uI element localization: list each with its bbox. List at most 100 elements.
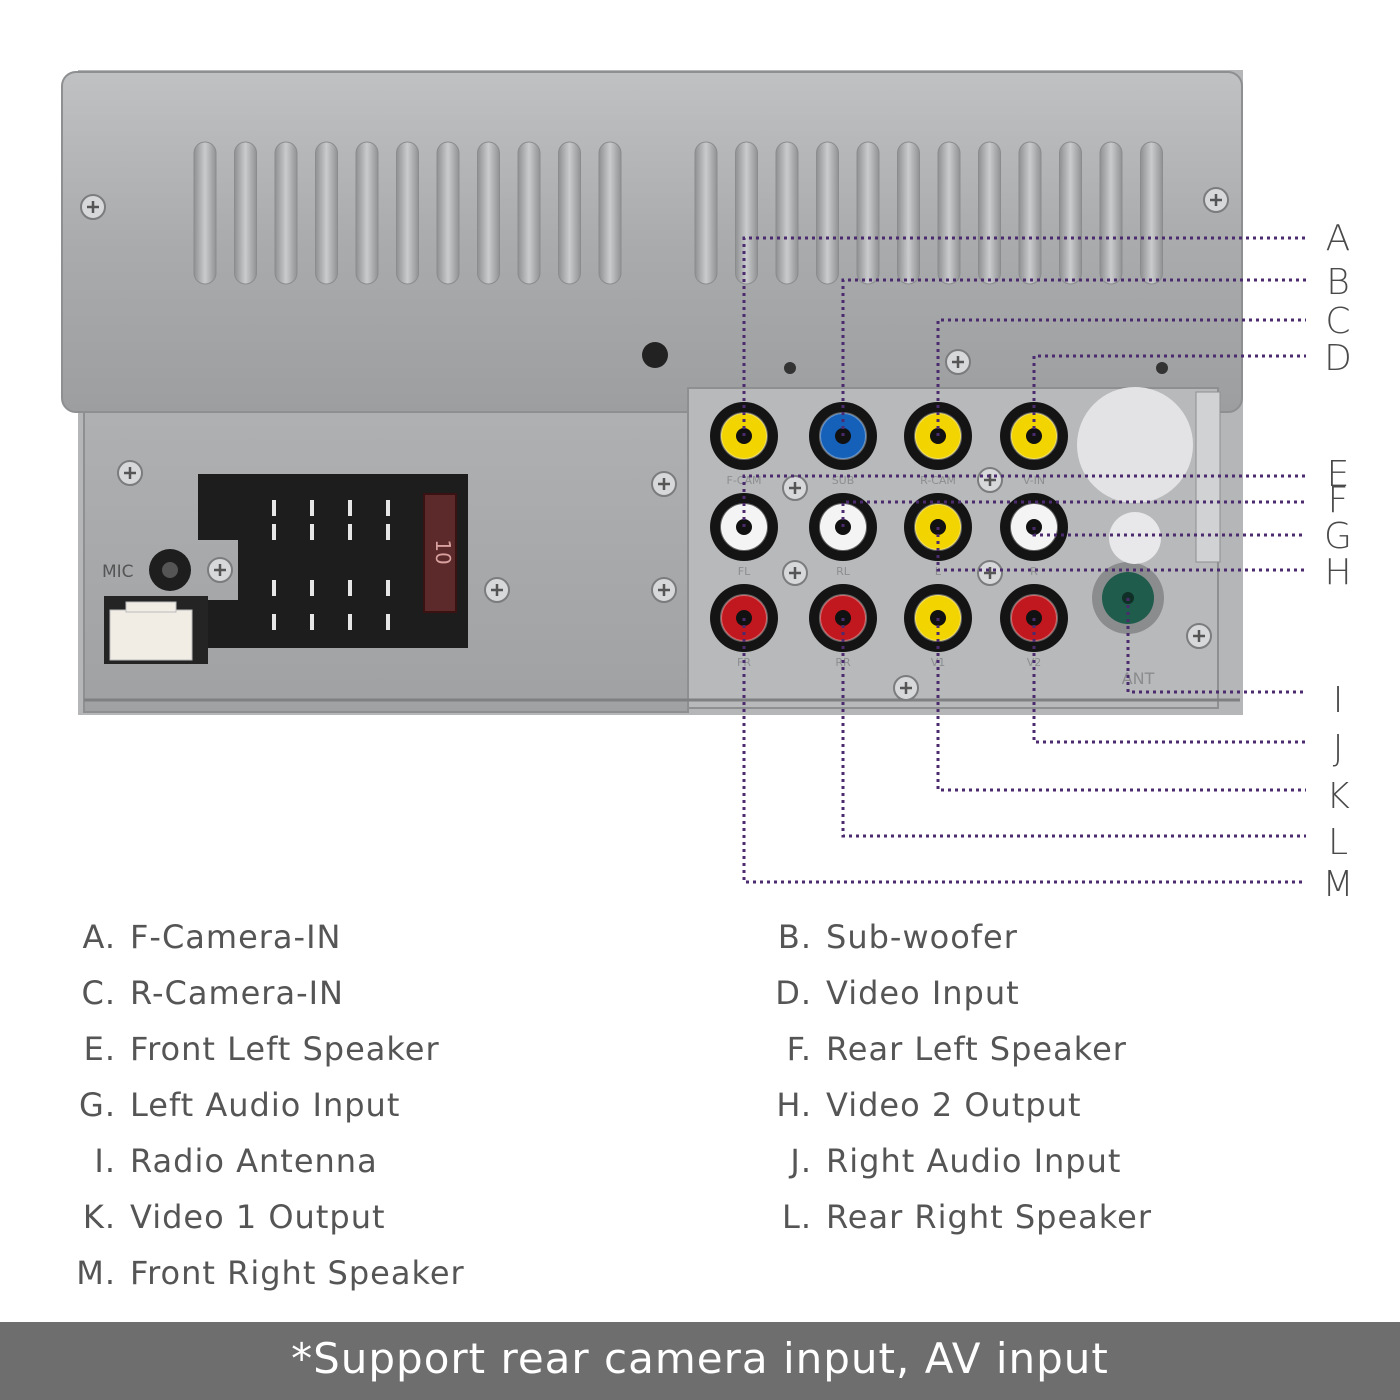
screw: [893, 675, 919, 701]
connector-pin: [310, 524, 314, 540]
mic-label: MIC: [102, 562, 134, 582]
leader-line: [841, 500, 1306, 527]
connector-pin: [272, 524, 276, 540]
connector-pin: [272, 500, 276, 516]
mounting-hole: [784, 362, 796, 374]
connector-pin: [386, 500, 390, 516]
callout-c: C: [1325, 301, 1350, 342]
legend-item-a: A.F-Camera-IN: [82, 918, 342, 956]
usb-harness-connector[interactable]: [104, 596, 208, 664]
mounting-hole: [642, 342, 668, 368]
vent-slot: [1018, 141, 1042, 285]
callout-a: A: [1326, 218, 1351, 259]
leader-line: [936, 527, 1306, 572]
screw: [117, 460, 143, 486]
legend-item-k: K.Video 1 Output: [82, 1198, 386, 1236]
connector-pin: [348, 524, 352, 540]
vent-slot: [978, 141, 1001, 285]
legend-item-f: F.Rear Left Speaker: [786, 1030, 1127, 1068]
screw: [977, 467, 1003, 493]
legend-item-j: J.Right Audio Input: [790, 1142, 1122, 1180]
callout-f: F: [1328, 480, 1349, 521]
blank-sticker: [1077, 387, 1193, 503]
connector-pin: [386, 580, 390, 596]
fuse: [423, 493, 457, 613]
callout-j: J: [1333, 728, 1344, 769]
jack-label: RL: [836, 565, 851, 578]
vent-slot: [436, 141, 460, 285]
jack-label: F-CAM: [727, 474, 762, 487]
screw: [945, 349, 971, 375]
connector-pin: [348, 614, 352, 630]
legend-item-l: L.Rear Right Speaker: [782, 1198, 1153, 1236]
screw: [484, 577, 510, 603]
vent-slot: [694, 141, 718, 285]
screw: [1203, 187, 1229, 213]
jack-label: FL: [738, 565, 751, 578]
legend-item-c: C.R-Camera-IN: [81, 974, 344, 1012]
leader-line: [841, 618, 1306, 838]
vent-slot: [775, 141, 799, 285]
vent-slots: [193, 141, 1163, 285]
fuse-label: 10: [431, 539, 455, 564]
vent-slot: [1059, 141, 1082, 285]
leader-line: [1032, 354, 1306, 436]
antenna-label: ANT: [1122, 669, 1155, 688]
callout-d: D: [1324, 338, 1352, 379]
callout-k: K: [1326, 776, 1350, 817]
callout-g: G: [1324, 516, 1352, 557]
connector-pins: [272, 500, 390, 630]
callout-i: I: [1333, 680, 1344, 721]
vent-slot: [517, 141, 541, 285]
callout-b: B: [1326, 262, 1350, 303]
vent-slot: [396, 141, 419, 285]
mounting-hole: [1156, 362, 1168, 374]
vent-slot: [937, 141, 961, 285]
vent-slot: [735, 141, 758, 285]
screw: [80, 194, 106, 220]
leader-line: [742, 618, 1306, 884]
vent-slot: [274, 141, 298, 285]
connector-pin: [386, 524, 390, 540]
screw: [977, 560, 1003, 586]
connector-pin: [310, 614, 314, 630]
mounting-screws: [80, 187, 1229, 701]
vent-slot: [558, 141, 581, 285]
screw: [651, 577, 677, 603]
screw: [782, 560, 808, 586]
legend-item-b: B.Sub-woofer: [777, 918, 1018, 956]
leader-line: [1126, 598, 1306, 694]
vent-slot: [1099, 141, 1123, 285]
leader-line: [841, 278, 1306, 436]
footer-banner: *Support rear camera input, AV input: [0, 1322, 1400, 1400]
jack-label: R: [1030, 565, 1038, 578]
connector-pin: [272, 580, 276, 596]
vent-slot: [1140, 141, 1163, 285]
callout-h: H: [1324, 552, 1351, 593]
leader-line: [742, 474, 1306, 527]
connector-pin: [386, 614, 390, 630]
connector-pin: [310, 500, 314, 516]
vent-slot: [816, 141, 839, 285]
blank-sticker: [1109, 512, 1161, 564]
screw: [782, 475, 808, 501]
vent-slot: [355, 141, 379, 285]
connector-pin: [348, 500, 352, 516]
vent-slot: [598, 141, 622, 285]
legend-item-i: I.Radio Antenna: [94, 1142, 378, 1180]
legend-item-m: M.Front Right Speaker: [76, 1254, 465, 1292]
mic-port[interactable]: [149, 549, 191, 591]
connector-pin: [348, 580, 352, 596]
callout-m: M: [1322, 864, 1353, 900]
vent-slot: [856, 141, 880, 285]
leader-line: [1032, 527, 1306, 537]
leader-line: [936, 618, 1306, 792]
iso-harness-connector[interactable]: 10: [198, 474, 468, 648]
screw: [651, 471, 677, 497]
legend-item-e: E.Front Left Speaker: [83, 1030, 440, 1068]
connector-pin: [310, 580, 314, 596]
legend-item-g: G.Left Audio Input: [79, 1086, 401, 1124]
footer-text: *Support rear camera input, AV input: [291, 1334, 1109, 1383]
